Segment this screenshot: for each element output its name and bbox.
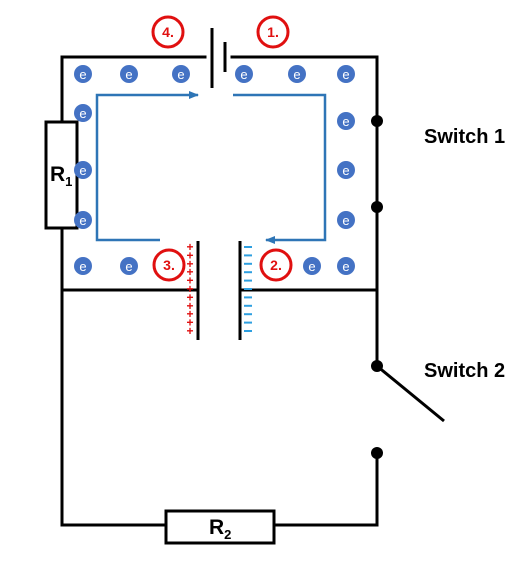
svg-text:e: e — [79, 163, 86, 178]
svg-text:e: e — [125, 67, 132, 82]
battery — [210, 28, 227, 88]
switch2-lever — [376, 364, 445, 423]
electrons: e e e e e e e e e e e e e e e e — [74, 65, 355, 275]
electron-7: e — [74, 161, 92, 179]
svg-text:e: e — [308, 259, 315, 274]
step-marker-2: 2. — [259, 248, 293, 282]
resistor-r1-label: R1 — [50, 163, 72, 189]
positive-charges: +++++++++++ — [186, 240, 193, 338]
positive-charge-1: + — [186, 248, 193, 262]
step-marker-1-label: 1. — [267, 24, 279, 40]
switch1-label: Switch 1 — [424, 126, 505, 148]
electron-12: e — [74, 257, 92, 275]
positive-charge-10: + — [186, 324, 193, 338]
svg-text:e: e — [342, 114, 349, 129]
step-marker-3-label: 3. — [163, 257, 175, 273]
resistor-r2-label: R2 — [209, 516, 231, 542]
positive-charge-5: + — [186, 282, 193, 296]
svg-text:e: e — [293, 67, 300, 82]
svg-text:e: e — [125, 259, 132, 274]
svg-text:e: e — [79, 213, 86, 228]
current-arrow-right-loop — [233, 93, 327, 244]
svg-text:e: e — [342, 163, 349, 178]
svg-text:e: e — [342, 259, 349, 274]
resistor-r2 — [164, 509, 276, 545]
electron-3: e — [235, 65, 253, 83]
switch2-contact-bottom — [371, 447, 383, 459]
electron-1: e — [120, 65, 138, 83]
electron-11: e — [337, 211, 355, 229]
electron-0: e — [74, 65, 92, 83]
electron-2: e — [172, 65, 190, 83]
electron-6: e — [74, 104, 92, 122]
current-arrow-left-loop — [95, 91, 199, 242]
positive-charge-4: + — [186, 274, 193, 288]
switch2-label: Switch 2 — [424, 360, 505, 382]
svg-text:e: e — [342, 67, 349, 82]
svg-text:e: e — [342, 213, 349, 228]
positive-charge-6: + — [186, 290, 193, 304]
electron-14: e — [303, 257, 321, 275]
positive-charge-0: + — [186, 240, 193, 254]
step-marker-4: 4. — [151, 15, 185, 49]
step-marker-4-label: 4. — [162, 24, 174, 40]
svg-text:e: e — [240, 67, 247, 82]
electron-13: e — [120, 257, 138, 275]
svg-text:e: e — [177, 67, 184, 82]
positive-charge-8: + — [186, 307, 193, 321]
positive-charge-3: + — [186, 265, 193, 279]
positive-charge-9: + — [186, 316, 193, 330]
electron-8: e — [74, 211, 92, 229]
electron-15: e — [337, 257, 355, 275]
svg-text:e: e — [79, 67, 86, 82]
electron-10: e — [337, 161, 355, 179]
step-marker-1: 1. — [256, 15, 290, 49]
circuit-wires — [60, 55, 379, 527]
positive-charge-7: + — [186, 299, 193, 313]
electron-4: e — [288, 65, 306, 83]
electron-5: e — [337, 65, 355, 83]
step-marker-3: 3. — [152, 248, 186, 282]
negative-charges — [244, 246, 252, 332]
step-marker-2-label: 2. — [270, 257, 282, 273]
svg-text:e: e — [79, 259, 86, 274]
svg-text:e: e — [79, 106, 86, 121]
electron-9: e — [337, 112, 355, 130]
capacitor: +++++++++++ — [186, 240, 252, 340]
current-flow — [95, 91, 327, 244]
positive-charge-2: + — [186, 257, 193, 271]
